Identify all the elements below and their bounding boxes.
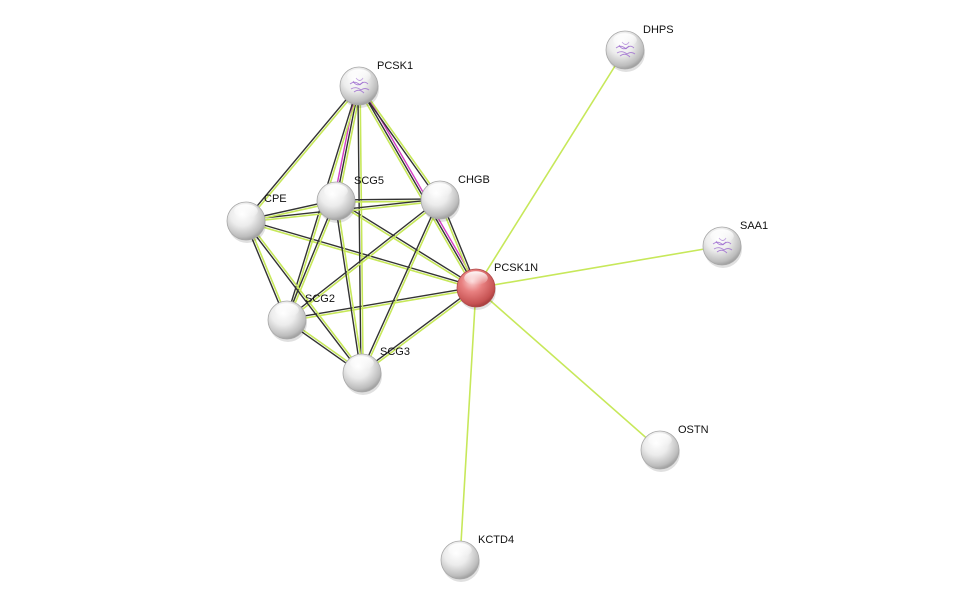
- edge-chgb-scg2[interactable]: [285, 198, 442, 322]
- node-pcsk1n[interactable]: PCSK1N: [456, 262, 538, 310]
- node-gloss: [428, 183, 452, 197]
- node-label-pcsk1: PCSK1: [377, 60, 413, 72]
- edge-line-textmining: [336, 200, 364, 374]
- structure-strand: [619, 53, 631, 58]
- node-label-ostn: OSTN: [678, 424, 709, 436]
- edge-line-textmining: [244, 221, 477, 290]
- node-gloss: [347, 69, 371, 83]
- edge-pcsk1n-saa1[interactable]: [475, 245, 723, 289]
- edge-pcsk1-scg3[interactable]: [357, 85, 364, 374]
- node-gloss: [234, 204, 258, 218]
- edge-line-coexpression: [244, 84, 359, 221]
- edge-pcsk1n-pcsk1[interactable]: [356, 84, 479, 290]
- edge-pcsk1-scg5[interactable]: [333, 84, 362, 203]
- node-kctd4[interactable]: KCTD4: [440, 534, 514, 582]
- edge-line-textmining: [362, 199, 442, 375]
- edge-line-textmining: [475, 245, 723, 289]
- edge-line-textmining: [356, 86, 475, 290]
- node-dhps[interactable]: DHPS: [605, 24, 674, 72]
- node-label-chgb: CHGB: [458, 174, 490, 186]
- node-saa1[interactable]: SAA1: [702, 220, 768, 268]
- node-label-scg3: SCG3: [380, 346, 410, 358]
- edge-line-coexpression: [285, 199, 336, 321]
- node-label-scg2: SCG2: [305, 293, 335, 305]
- node-gloss: [324, 184, 348, 198]
- edge-line-coexpression: [360, 286, 477, 373]
- edge-line-coexpression: [285, 198, 441, 320]
- structure-strand: [360, 88, 370, 91]
- edge-line-textmining: [359, 84, 442, 201]
- edge-pcsk1n-kctd4[interactable]: [459, 287, 477, 561]
- structure-strand: [616, 51, 628, 55]
- node-scg5[interactable]: SCG5: [316, 175, 384, 223]
- edge-line-textmining: [287, 200, 338, 322]
- edge-line-coexpression: [334, 200, 362, 374]
- edge-line-textmining: [246, 85, 361, 223]
- edge-pcsk1-cpe[interactable]: [244, 84, 361, 223]
- edge-pcsk1n-dhps[interactable]: [475, 49, 626, 289]
- edge-line-textmining: [359, 85, 364, 374]
- edge-line-coexpression: [335, 85, 360, 202]
- node-ostn[interactable]: OSTN: [640, 424, 709, 472]
- edge-line-coexpression: [244, 220, 362, 375]
- node-scg2[interactable]: SCG2: [267, 293, 335, 342]
- node-gloss: [448, 543, 472, 557]
- edge-line-coexpression: [357, 85, 362, 374]
- structure-strand: [626, 52, 636, 55]
- node-label-kctd4: KCTD4: [478, 534, 514, 546]
- edge-line-coexpression: [360, 198, 440, 374]
- node-pcsk1[interactable]: PCSK1: [339, 60, 413, 108]
- edge-line-textmining: [361, 288, 478, 375]
- node-cpe[interactable]: CPE: [226, 193, 287, 243]
- edge-line-textmining: [286, 288, 477, 322]
- edge-line-coexpression: [357, 85, 440, 202]
- node-chgb[interactable]: CHGB: [420, 174, 490, 222]
- edge-scg5-scg2[interactable]: [285, 199, 338, 322]
- node-label-cpe: CPE: [264, 193, 287, 205]
- edge-cpe-scg3[interactable]: [244, 219, 364, 375]
- node-label-pcsk1n: PCSK1N: [494, 262, 538, 274]
- structure-strand: [713, 247, 725, 251]
- edge-line-textmining: [337, 85, 362, 203]
- edge-pcsk1n-scg3[interactable]: [360, 286, 478, 375]
- node-label-dhps: DHPS: [643, 24, 674, 36]
- structure-strand: [723, 248, 733, 251]
- edge-line-coexpression: [358, 85, 477, 289]
- edge-line-textmining: [286, 200, 442, 322]
- node-gloss: [275, 303, 299, 317]
- edge-pcsk1-chgb[interactable]: [357, 84, 442, 202]
- node-gloss: [710, 229, 734, 243]
- edge-pcsk1n-ostn[interactable]: [475, 287, 661, 451]
- structure-strand: [350, 87, 362, 91]
- node-label-saa1: SAA1: [740, 220, 768, 232]
- node-gloss: [350, 356, 374, 370]
- node-gloss: [613, 33, 637, 47]
- edge-chgb-scg3[interactable]: [360, 198, 442, 375]
- structure-strand: [353, 89, 365, 94]
- edge-line-textmining: [246, 219, 364, 374]
- edge-scg5-scg3[interactable]: [334, 200, 364, 374]
- edge-line-textmining: [459, 287, 477, 561]
- node-gloss: [648, 433, 672, 447]
- edge-line-textmining: [475, 49, 626, 289]
- node-gloss: [464, 271, 488, 285]
- edge-line-experimental: [333, 84, 358, 202]
- structure-strand: [716, 249, 728, 254]
- node-scg3[interactable]: SCG3: [342, 346, 410, 395]
- edge-line-textmining: [475, 287, 661, 451]
- node-label-scg5: SCG5: [354, 175, 384, 187]
